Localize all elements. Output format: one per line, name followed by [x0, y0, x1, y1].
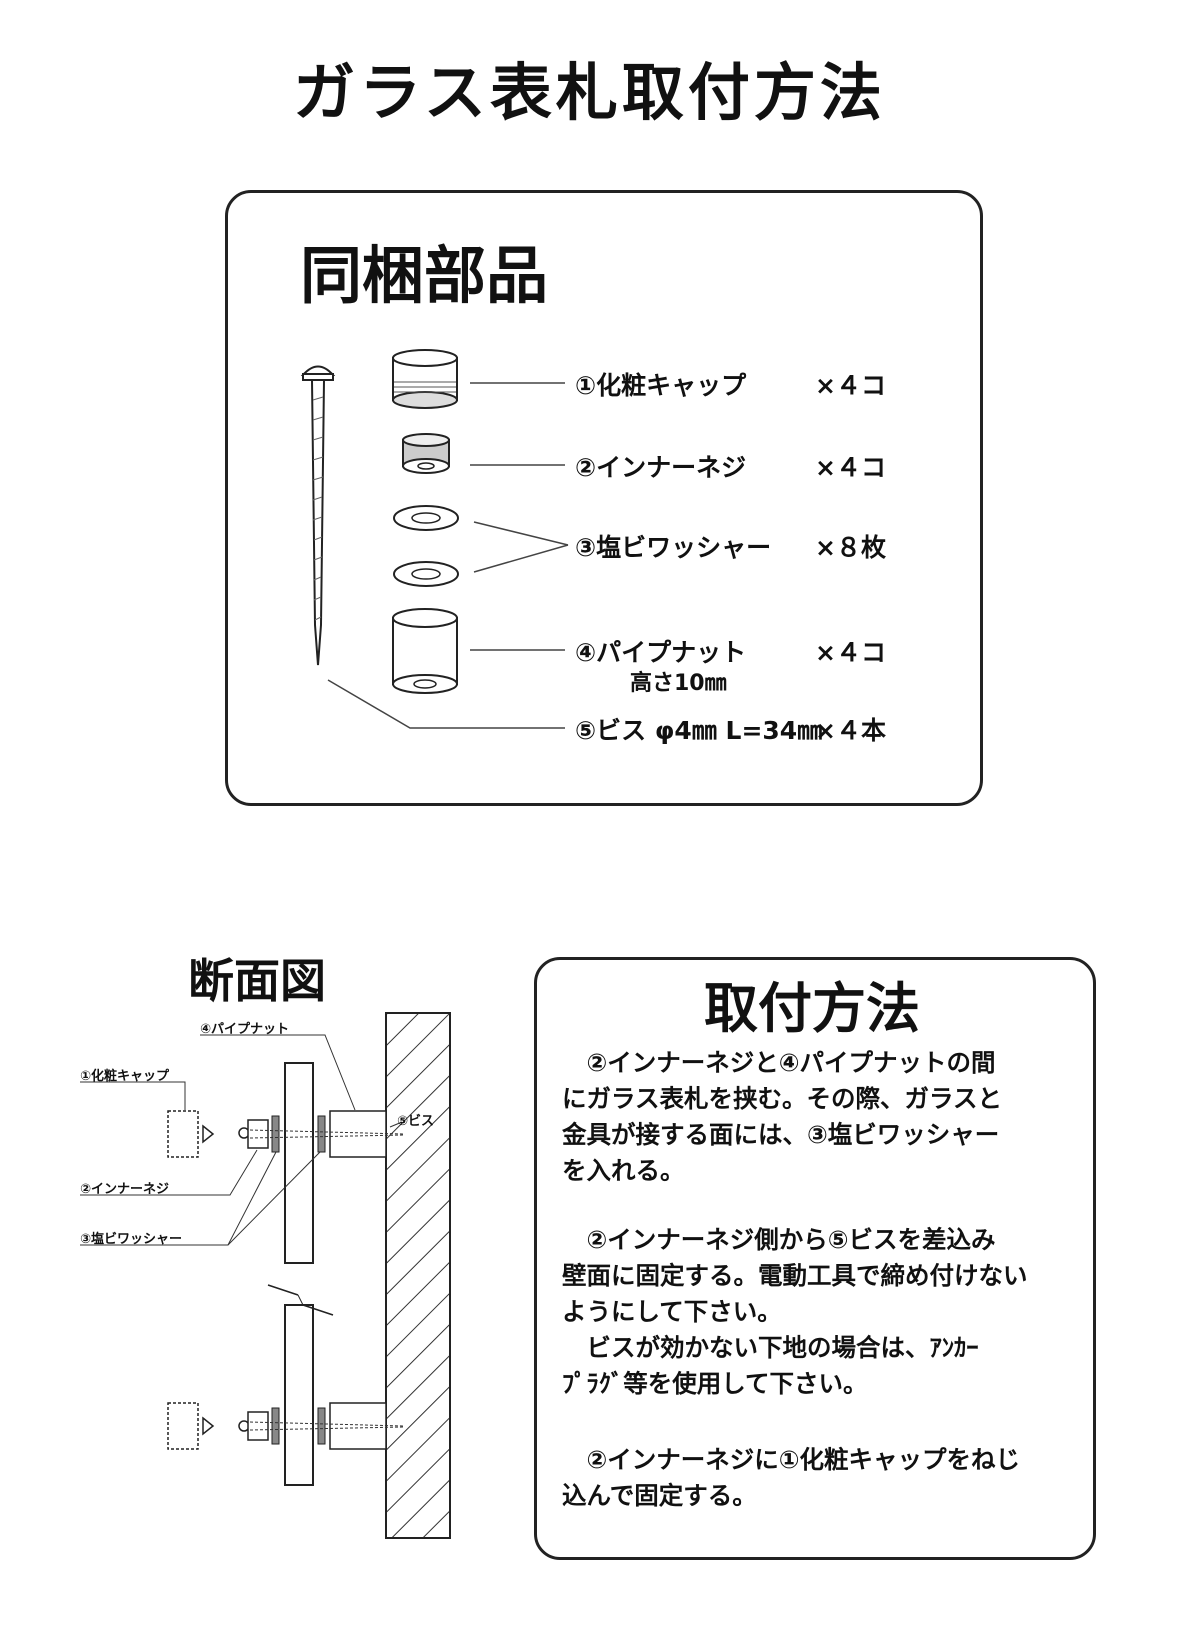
part-1-qty: ×４コ [815, 371, 886, 400]
page-title: ガラス表札取付方法 [293, 56, 886, 129]
method-paragraph-3: ②インナーネジに①化粧キャップをねじ 込んで固定する。 [562, 1445, 1020, 1510]
cross-section-diagram [80, 1012, 451, 1539]
inner-screw-illustration [402, 433, 450, 474]
method-paragraph-1: ②インナーネジと④パイプナットの間 にガラス表札を挟む。その際、ガラスと 金具が… [562, 1048, 1003, 1185]
part-1-label: ①化粧キャップ [575, 371, 747, 400]
method-heading: 取付方法 [704, 977, 920, 1040]
washer-illustration [393, 505, 459, 587]
screw-illustration [300, 365, 336, 666]
part-4-qty: ×４コ [815, 638, 886, 667]
part-5-label: ⑤ビス φ4㎜ L=34㎜ [575, 716, 823, 745]
part-5-qty: ×４本 [815, 716, 886, 745]
cosmetic-cap-illustration [392, 349, 458, 409]
pipe-nut-illustration [392, 608, 458, 694]
part-2-label: ②インナーネジ [575, 453, 747, 482]
part-2-qty: ×４コ [815, 453, 886, 482]
callout-inner-screw: ②インナーネジ [80, 1182, 170, 1197]
callout-washer: ③塩ビワッシャー [80, 1232, 183, 1247]
parts-heading: 同梱部品 [300, 239, 549, 312]
callout-cap: ①化粧キャップ [80, 1069, 170, 1084]
parts-box [225, 190, 983, 806]
section-heading: 断面図 [188, 954, 326, 1008]
callout-screw: ⑤ビス [397, 1114, 435, 1129]
part-4-sub: 高さ10㎜ [630, 671, 727, 696]
part-4-label: ④パイプナット [575, 638, 747, 667]
part-3-qty: ×８枚 [815, 533, 886, 562]
callout-pipe-nut: ④パイプナット [200, 1022, 290, 1037]
method-paragraph-2: ②インナーネジ側から⑤ビスを差込み 壁面に固定する。電動工具で締め付けない よう… [562, 1225, 1028, 1398]
part-3-label: ③塩ビワッシャー [575, 533, 772, 562]
method-box [534, 957, 1096, 1560]
